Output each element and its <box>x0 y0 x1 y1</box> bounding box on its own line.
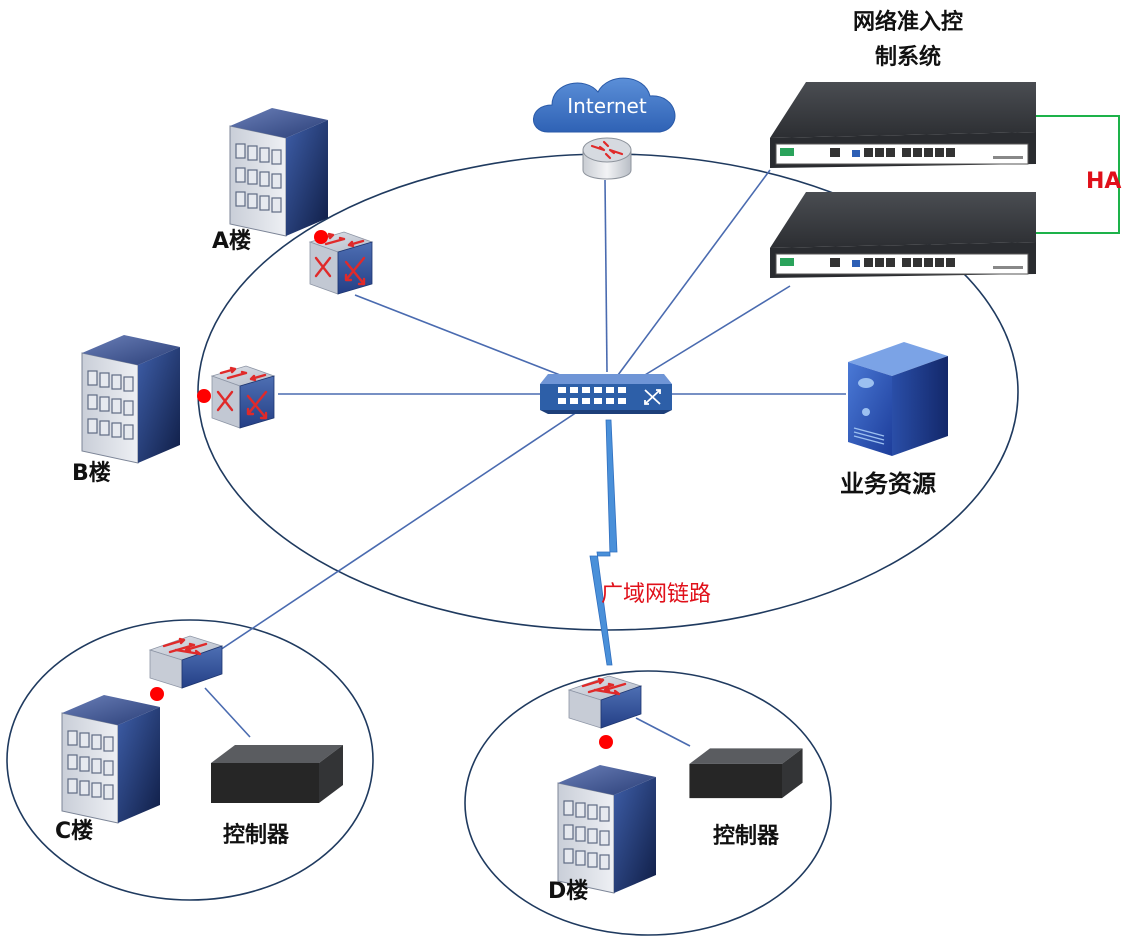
nac-title-line1: 网络准入控 <box>853 9 963 35</box>
building-d-label: D楼 <box>548 879 588 904</box>
controller-d-label: 控制器 <box>713 823 780 849</box>
building-icon <box>81 334 181 464</box>
nac-appliance-icon[interactable] <box>769 81 1037 169</box>
nac-title-line2: 制系统 <box>875 44 941 70</box>
business-resources-label: 业务资源 <box>840 470 936 498</box>
building-c-label: C楼 <box>55 819 93 844</box>
access-switch-icon[interactable] <box>210 364 276 430</box>
router-icon[interactable] <box>582 137 632 180</box>
access-switch-icon[interactable] <box>148 634 224 690</box>
status-dot <box>197 389 211 403</box>
controller-icon[interactable] <box>689 748 803 799</box>
status-dot <box>150 687 164 701</box>
building-icon <box>557 764 657 894</box>
core-switch-icon[interactable] <box>540 374 672 414</box>
status-dots <box>150 230 613 749</box>
site-c-ring <box>6 619 374 901</box>
server-icon[interactable] <box>848 342 948 456</box>
controller-c-label: 控制器 <box>223 822 290 848</box>
building-icon <box>61 694 161 824</box>
access-switch-icon[interactable] <box>567 674 643 730</box>
building-icon <box>229 107 329 237</box>
internet-label: Internet <box>567 94 647 118</box>
ha-link-line <box>1036 115 1120 234</box>
controller-icon[interactable] <box>211 745 343 803</box>
wan-lightning-link <box>589 419 618 666</box>
wan-link-label: 广域网链路 <box>601 582 711 607</box>
building-a-label: A楼 <box>212 229 251 254</box>
cloud-icon <box>533 77 676 133</box>
status-dot <box>314 230 328 244</box>
ha-label: HA <box>1086 169 1121 194</box>
nac-appliance-icon[interactable] <box>769 191 1037 279</box>
link-lines <box>204 169 846 747</box>
status-dot <box>599 735 613 749</box>
building-b-label: B楼 <box>72 461 111 486</box>
site-d-ring <box>464 670 832 936</box>
